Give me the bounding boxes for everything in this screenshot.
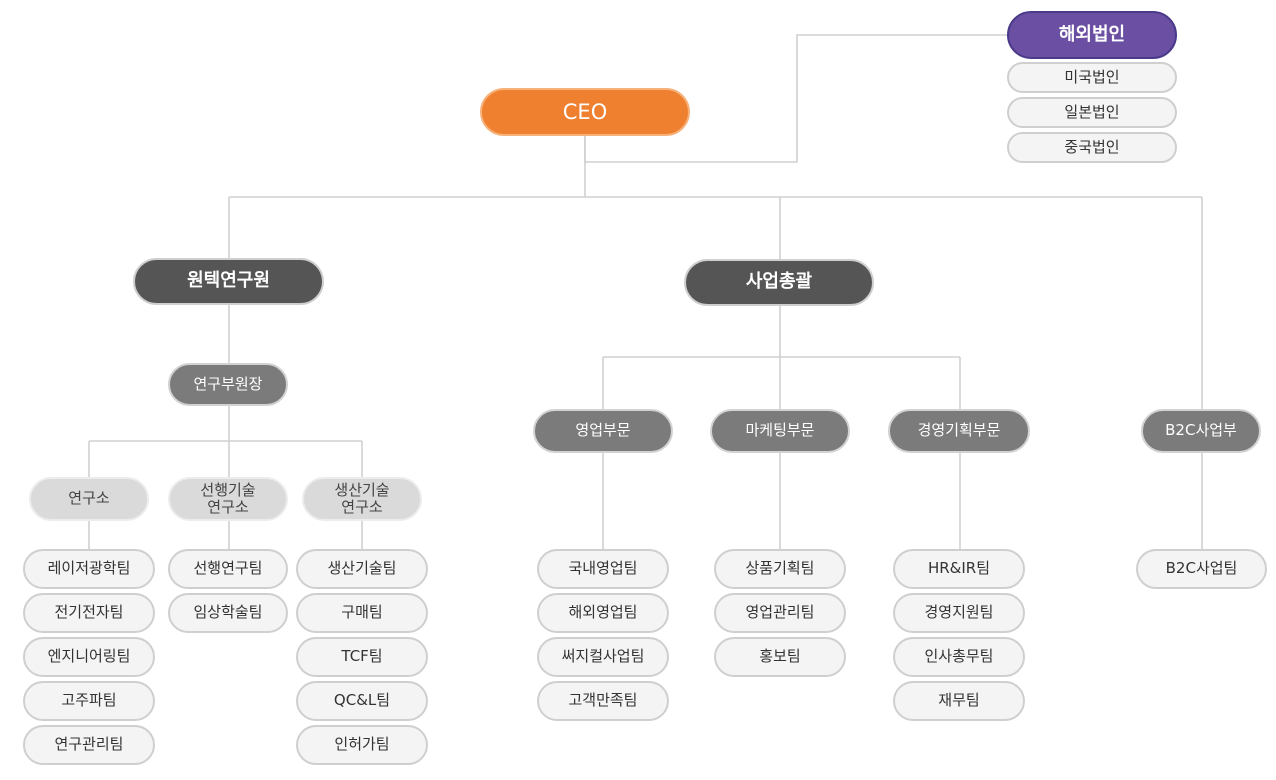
team-node: 고주파팀	[23, 681, 155, 721]
planning-division-node: 경영기획부문	[888, 409, 1030, 453]
team-node: 인사총무팀	[893, 637, 1025, 677]
ceo-node: CEO	[480, 88, 690, 136]
b2c-division-node: B2C사업부	[1141, 409, 1261, 453]
team-node: HR&IR팀	[893, 549, 1025, 589]
lab-node: 연구소	[29, 477, 149, 521]
team-node: 홍보팀	[714, 637, 846, 677]
team-node: 영업관리팀	[714, 593, 846, 633]
team-node: TCF팀	[296, 637, 428, 677]
business-general-node: 사업총괄	[684, 259, 874, 306]
advanced-lab-node: 선행기술 연구소	[168, 477, 288, 521]
team-node: 고객만족팀	[537, 681, 669, 721]
team-node: 해외영업팀	[537, 593, 669, 633]
team-node: 레이저광학팀	[23, 549, 155, 589]
vice-director-node: 연구부원장	[168, 363, 288, 406]
team-node: 국내영업팀	[537, 549, 669, 589]
team-node: 생산기술팀	[296, 549, 428, 589]
team-node: 엔지니어링팀	[23, 637, 155, 677]
team-node: 재무팀	[893, 681, 1025, 721]
team-node: 인허가팀	[296, 725, 428, 765]
team-node: 구매팀	[296, 593, 428, 633]
marketing-division-node: 마케팅부문	[710, 409, 850, 453]
team-node: 선행연구팀	[168, 549, 288, 589]
team-node: 연구관리팀	[23, 725, 155, 765]
wontech-research-node: 원텍연구원	[133, 258, 324, 305]
overseas-item-japan: 일본법인	[1007, 97, 1177, 128]
production-lab-node: 생산기술 연구소	[302, 477, 422, 521]
overseas-item-usa: 미국법인	[1007, 62, 1177, 93]
team-node: 전기전자팀	[23, 593, 155, 633]
overseas-header: 해외법인	[1007, 11, 1177, 59]
team-node: 임상학술팀	[168, 593, 288, 633]
team-node: B2C사업팀	[1136, 549, 1267, 589]
team-node: 써지컬사업팀	[537, 637, 669, 677]
team-node: QC&L팀	[296, 681, 428, 721]
overseas-item-china: 중국법인	[1007, 132, 1177, 163]
team-node: 상품기획팀	[714, 549, 846, 589]
team-node: 경영지원팀	[893, 593, 1025, 633]
sales-division-node: 영업부문	[533, 409, 673, 453]
